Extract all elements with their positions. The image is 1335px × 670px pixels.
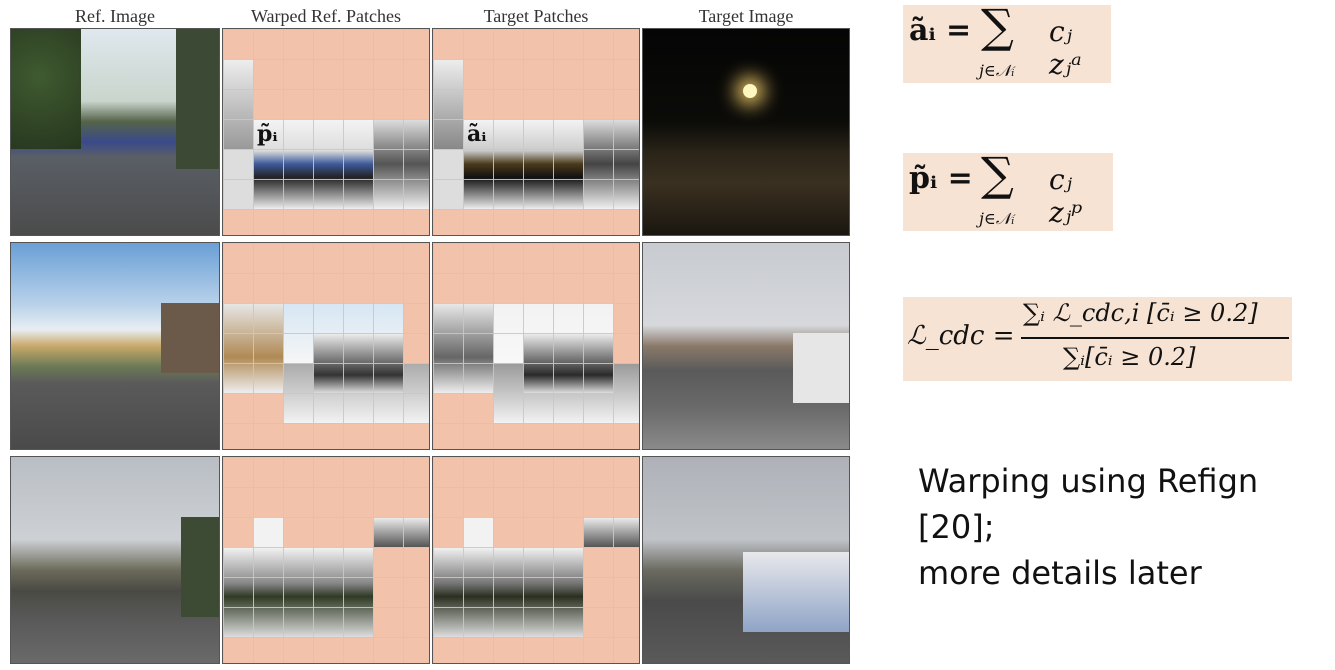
warped-ref-patches-row2 xyxy=(222,242,430,450)
equation-p-sub: j∈𝒩ᵢ xyxy=(979,209,1015,228)
equation-p-lhs: p̃ᵢ = xyxy=(909,161,973,196)
warped-ref-patches-row3 xyxy=(222,456,430,664)
equation-a-tilde: ãᵢ = ∑ j∈𝒩ᵢ cⱼ zⱼᵃ xyxy=(903,0,1111,83)
equation-cdc-loss: ℒ_cdc = ∑ᵢ ℒ_cdc,i [c̄ᵢ ≥ 0.2] ∑ᵢ[c̄ᵢ ≥ … xyxy=(903,297,1292,381)
column-header-warped-ref-patches: Warped Ref. Patches xyxy=(251,6,401,26)
equation-p-tilde: p̃ᵢ = ∑ j∈𝒩ᵢ cⱼ zⱼᵖ xyxy=(903,147,1113,231)
equation-a-sub: j∈𝒩ᵢ xyxy=(979,61,1015,80)
target-image-row1 xyxy=(642,28,850,236)
warped-ref-patches-row1: p̃ᵢ xyxy=(222,28,430,236)
equation-a-sum: ∑ xyxy=(981,0,1014,53)
note-line-2: more details later xyxy=(918,554,1202,592)
equation-a-term: cⱼ zⱼᵃ xyxy=(1049,15,1082,81)
column-header-ref-image: Ref. Image xyxy=(75,6,155,26)
note-line-1: Warping using Refign [20]; xyxy=(918,462,1259,546)
column-header-target-image: Target Image xyxy=(698,6,794,26)
warping-note: Warping using Refign [20]; more details … xyxy=(918,458,1335,596)
a-tilde-label: ãᵢ xyxy=(467,121,487,147)
equation-p-sum: ∑ xyxy=(981,147,1014,201)
equation-a-lhs: ãᵢ = xyxy=(909,13,972,48)
equation-l-numerator: ∑ᵢ ℒ_cdc,i [c̄ᵢ ≥ 0.2] xyxy=(1023,299,1258,327)
target-patches-row1: ãᵢ xyxy=(432,28,640,236)
equation-l-denominator: ∑ᵢ[c̄ᵢ ≥ 0.2] xyxy=(1063,343,1196,371)
column-header-target-patches: Target Patches xyxy=(483,6,589,26)
p-tilde-label: p̃ᵢ xyxy=(257,121,278,147)
ref-image-row1 xyxy=(10,28,220,236)
target-patches-row3 xyxy=(432,456,640,664)
equation-p-term: cⱼ zⱼᵖ xyxy=(1049,163,1083,229)
ref-image-row3 xyxy=(10,456,220,664)
target-image-row3 xyxy=(642,456,850,664)
equation-l-fraction-bar xyxy=(1021,337,1289,339)
target-patches-row2 xyxy=(432,242,640,450)
equation-l-lhs: ℒ_cdc = xyxy=(907,321,1015,351)
target-image-row2 xyxy=(642,242,850,450)
ref-image-row2 xyxy=(10,242,220,450)
